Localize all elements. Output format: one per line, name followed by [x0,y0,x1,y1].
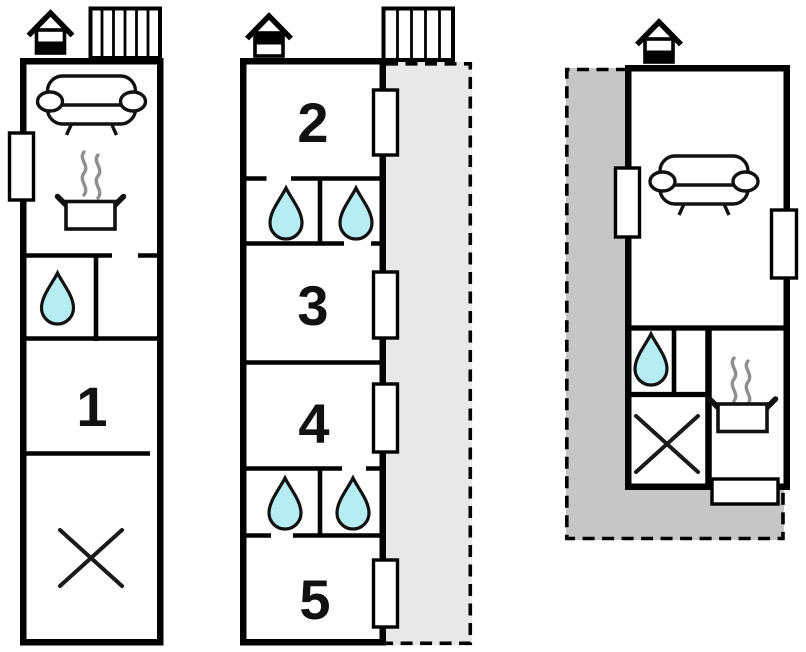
unit-left-interior-walls [26,253,157,456]
window-right-unit-right [769,208,799,280]
unit-middle: 2 3 4 5 [240,58,400,646]
unit-left: 1 [7,58,164,646]
room-label-3: 3 [297,274,328,337]
room-label-1: 1 [76,375,107,438]
unit-left-outline [20,58,164,646]
staircase-icon-left [88,6,162,60]
staircase-icon-middle [381,6,455,62]
unit-middle-outline [240,58,386,646]
window-right-unit-left [613,166,642,239]
terrace-right-dashed-border [565,67,785,541]
entrance-house-icon-right [637,22,681,62]
terrace-middle [386,62,473,646]
hotplate-pot-icon [58,197,124,230]
terrace-middle-dashed-border [386,62,473,646]
entrance-house-icon-middle [247,16,291,56]
entrance-house-icon-left [29,13,73,53]
window-room-3 [371,270,400,340]
door-right-unit-bottom [710,477,780,506]
unit-right [613,65,799,506]
terrace-middle-fill [386,62,472,645]
window-room-4 [371,382,400,454]
room-label-2: 2 [297,91,328,154]
unit-middle-interior-walls [246,176,380,538]
room-label-4: 4 [298,392,329,455]
window-room-5 [371,558,400,629]
window-left-unit [7,131,36,202]
hotplate-pot-icon [710,399,776,432]
window-room-2 [371,88,400,157]
room-label-5: 5 [299,568,330,631]
